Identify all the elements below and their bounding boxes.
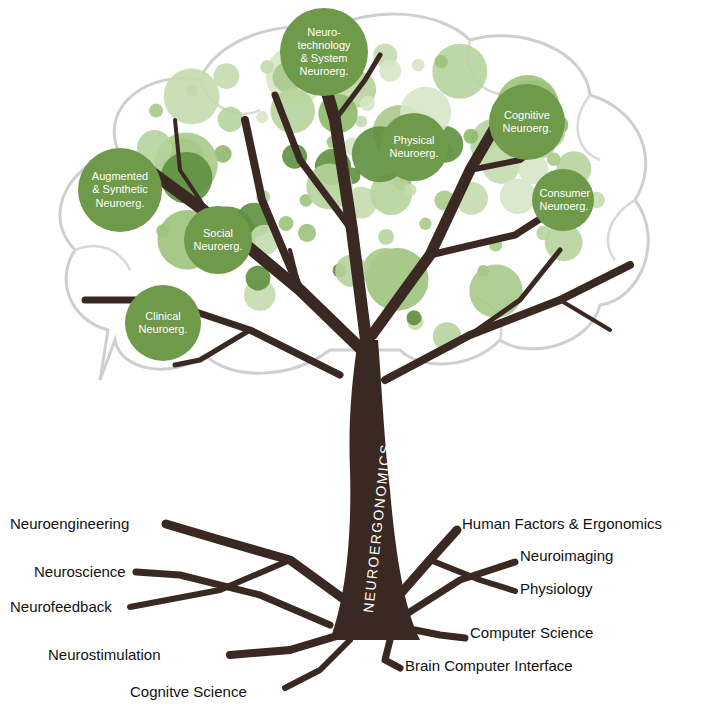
background-circle — [407, 310, 422, 325]
background-circle — [379, 60, 401, 82]
background-circle — [149, 104, 163, 118]
background-circle — [432, 44, 487, 99]
tree-branch — [560, 300, 610, 330]
background-circle — [218, 107, 243, 132]
topic-text: Augmented & Synthetic Neuroerg. — [89, 170, 152, 210]
tree-branch — [285, 640, 350, 688]
root-label: Neuroscience — [34, 563, 126, 580]
root-label: Neuroengineering — [10, 515, 129, 532]
tree-branch — [322, 75, 366, 340]
topic-text: Neuro- technology & System Neuroerg. — [294, 26, 354, 79]
tree-branch — [175, 120, 210, 215]
topic-circle: Consumer Neuroerg. — [532, 169, 594, 231]
topic-circle: Physical Neuroerg. — [380, 113, 448, 181]
background-circle — [463, 129, 478, 144]
topic-text: Social Neuroerg. — [193, 227, 244, 253]
background-circle — [378, 229, 394, 245]
background-circle — [260, 60, 274, 74]
topic-text: Clinical Neuroerg. — [135, 310, 192, 336]
topic-circle: Augmented & Synthetic Neuroerg. — [78, 148, 162, 232]
background-circle — [298, 224, 316, 242]
topic-circle: Cognitive Neuroerg. — [489, 84, 565, 160]
root-label: Neurostimulation — [48, 646, 161, 663]
tree-branch — [372, 110, 505, 335]
topic-circle: Clinical Neuroerg. — [125, 285, 201, 361]
topic-text: Physical Neuroerg. — [389, 134, 440, 160]
tree-trunk — [330, 340, 420, 640]
tree-branch — [430, 560, 515, 591]
root-label: Computer Science — [470, 624, 593, 641]
root-label: Neuroimaging — [520, 547, 613, 564]
background-circle — [412, 59, 425, 72]
root-label: Cognitve Science — [130, 683, 247, 700]
tree-branch — [166, 524, 345, 600]
root-label: Brain Computer Interface — [405, 657, 573, 674]
tree-branch — [385, 640, 400, 668]
background-circle — [360, 96, 375, 111]
tree-branch — [135, 160, 362, 350]
background-circle — [214, 63, 240, 89]
topic-text: Cognitive Neuroerg. — [499, 109, 556, 135]
background-circles — [137, 34, 605, 351]
background-circle — [435, 55, 448, 68]
tree-branch — [415, 630, 465, 638]
tree-branch — [470, 250, 560, 335]
background-circle — [419, 218, 431, 230]
tree-branch — [130, 560, 290, 607]
topic-circle: Neuro- technology & System Neuroerg. — [280, 8, 368, 96]
background-circle — [500, 179, 536, 215]
tree-branch — [290, 250, 300, 290]
background-circle — [547, 152, 561, 166]
tree-drawing — [85, 55, 630, 688]
topic-circle: Social Neuroerg. — [184, 206, 252, 274]
tree-branch — [230, 635, 340, 655]
background-circle — [469, 264, 522, 317]
root-label: Neurofeedback — [10, 598, 112, 615]
background-circle — [164, 69, 220, 125]
tree-branch — [385, 265, 630, 380]
root-label: Human Factors & Ergonomics — [462, 515, 662, 532]
background-circle — [256, 111, 268, 123]
root-label: Physiology — [520, 580, 593, 597]
background-circle — [404, 184, 416, 196]
topic-text: Consumer Neuroerg. — [540, 187, 587, 213]
tree-branch — [85, 300, 340, 375]
background-circle — [279, 216, 294, 231]
